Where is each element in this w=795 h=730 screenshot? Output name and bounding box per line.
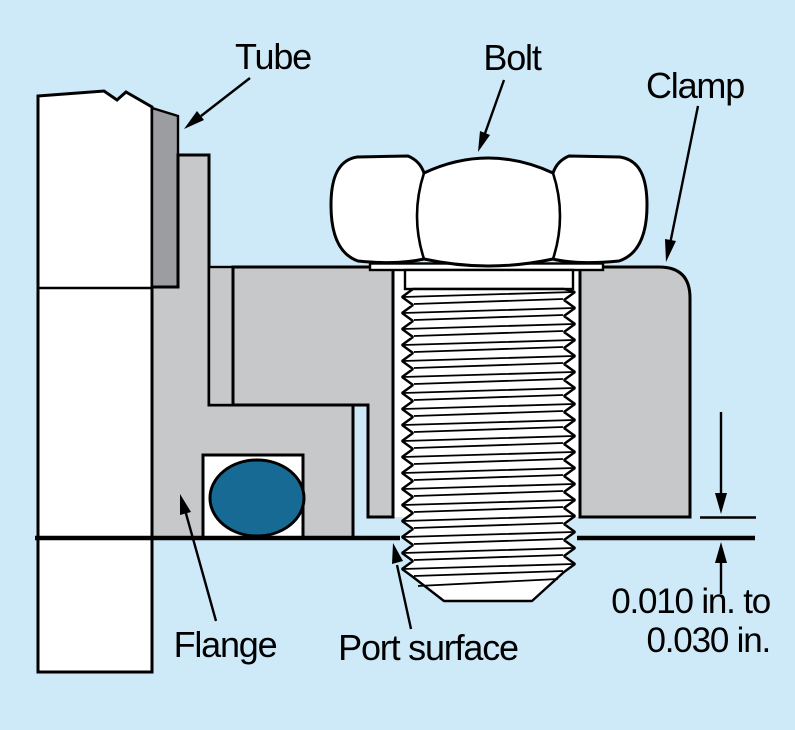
- leader-arrows: [180, 77, 700, 630]
- gap-dimension-upper-arrowhead: [715, 493, 727, 514]
- gap-dimension-lower-arrowhead: [715, 542, 727, 563]
- port-surface-label: Port surface: [338, 627, 519, 668]
- bolt-thread-crests: [402, 291, 575, 587]
- gap-dimension-arrows: [715, 412, 727, 594]
- gap-dimension-label: 0.010 in. to 0.030 in.: [611, 582, 772, 660]
- flange-arrowhead: [180, 494, 191, 515]
- flange-label: Flange: [173, 624, 278, 665]
- tube-sleeve-joint: [150, 106, 180, 289]
- bolt-head-facet-lines: [415, 172, 562, 260]
- tube-cross-section: [36, 89, 154, 674]
- bolt-arrow-line: [481, 79, 506, 140]
- gap-dimension-line1: 0.010 in. to: [611, 582, 771, 621]
- clamp-arrow-line: [668, 105, 700, 245]
- gap-dimension-line2: 0.030 in.: [646, 621, 772, 660]
- flange-collar-lip: [207, 265, 235, 407]
- clamp-right-section: [578, 265, 692, 519]
- oring-seal: [208, 458, 306, 538]
- bolt-label: Bolt: [483, 37, 541, 78]
- port-surface-arrowhead: [392, 543, 403, 564]
- bolt-head: [329, 154, 649, 268]
- tube-label: Tube: [235, 36, 312, 77]
- tube-arrowhead: [184, 111, 204, 129]
- flange-arrow-line: [183, 509, 218, 622]
- bolt-arrowhead: [478, 131, 490, 152]
- clamp-arrowhead: [665, 239, 676, 262]
- bolt-shank: [403, 268, 575, 291]
- bolt-head-silhouette: [329, 154, 649, 268]
- port-surface-arrow-line: [395, 564, 413, 630]
- clamp-label: Clamp: [645, 65, 745, 106]
- tube-arrow-line: [200, 77, 251, 117]
